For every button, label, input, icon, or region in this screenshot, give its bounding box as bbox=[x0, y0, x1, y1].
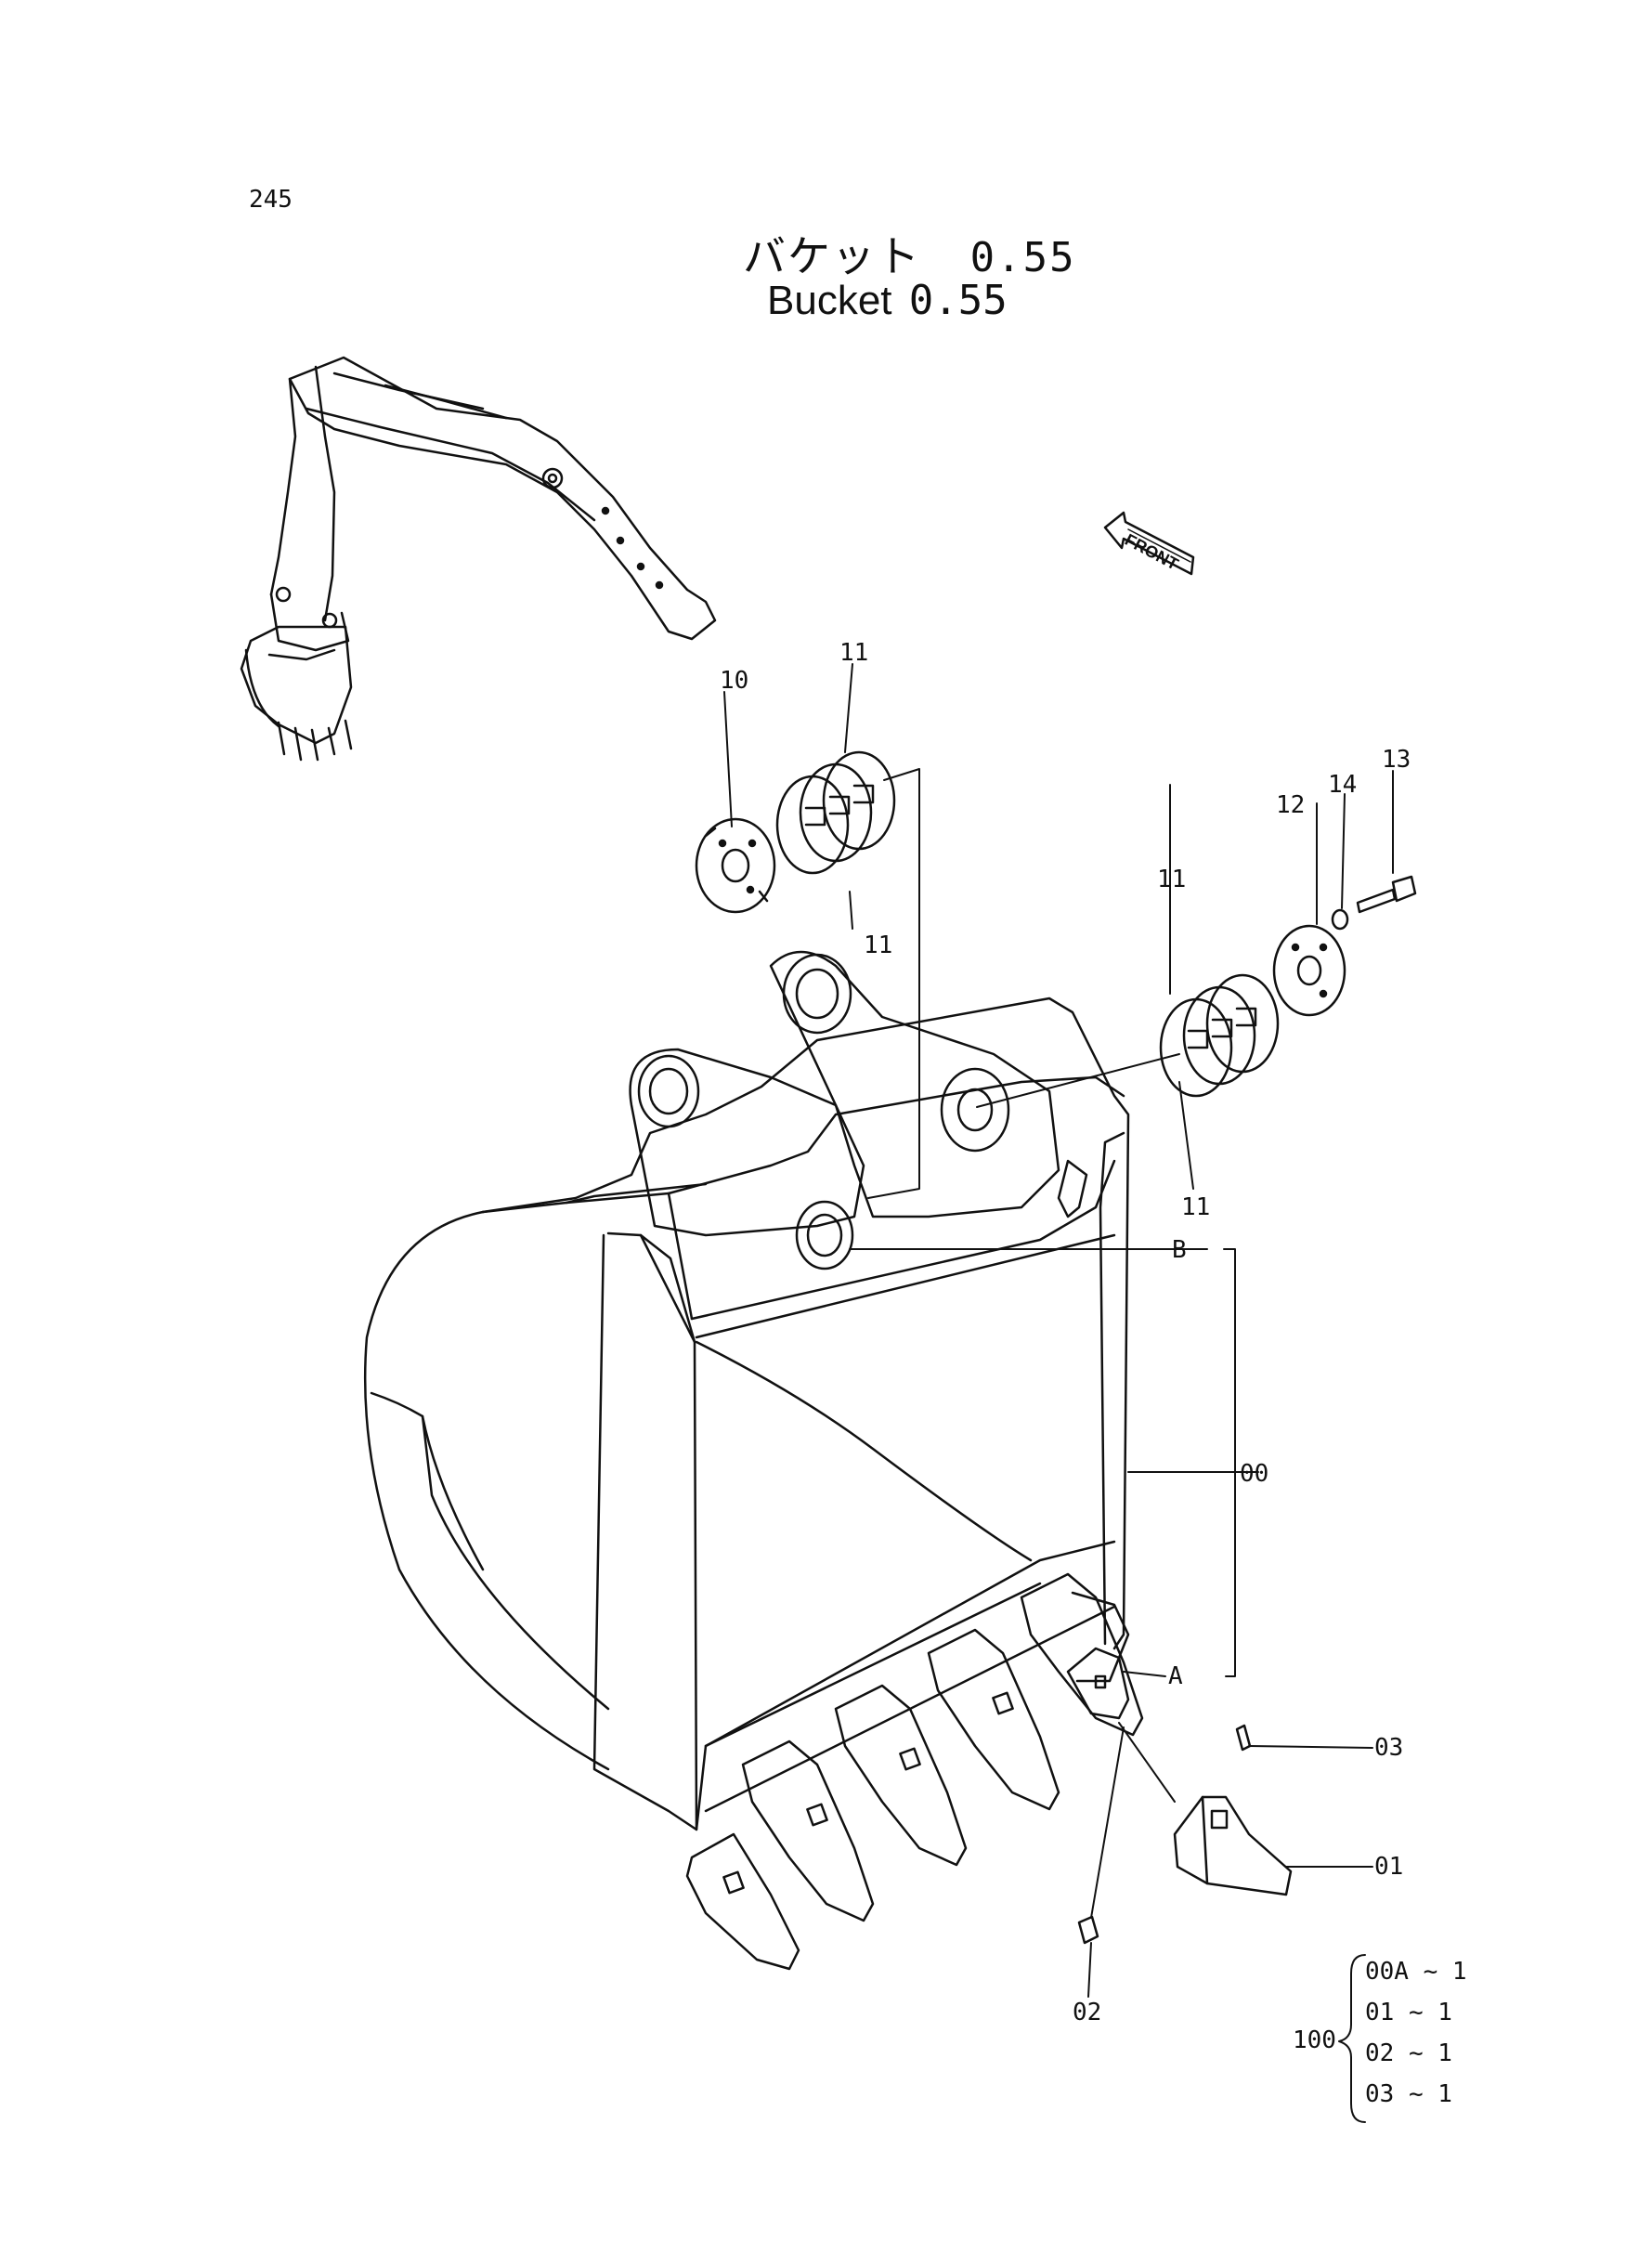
title-en-size: 0.55 bbox=[908, 277, 1008, 324]
kit-line-3: 02 ~ 1 bbox=[1365, 2039, 1452, 2067]
bucket-teeth-row bbox=[685, 1572, 1144, 1971]
bolt-part-13 bbox=[1356, 875, 1417, 914]
title-en-text: Bucket bbox=[767, 278, 892, 323]
title-english: Bucket 0.55 bbox=[767, 277, 1008, 324]
kit-line-1: 00A ~ 1 bbox=[1365, 1958, 1467, 1986]
callout-12: 12 bbox=[1276, 791, 1306, 819]
callout-11-right-bottom: 11 bbox=[1181, 1193, 1211, 1221]
callout-00: 00 bbox=[1240, 1460, 1269, 1488]
kit-line-2: 01 ~ 1 bbox=[1365, 1999, 1452, 2026]
shims-part-11-lower bbox=[1159, 973, 1280, 1098]
washer-part-14 bbox=[1331, 908, 1349, 931]
callout-13: 13 bbox=[1382, 746, 1411, 774]
kit-label: 100 bbox=[1293, 2026, 1336, 2054]
kit-brace bbox=[1338, 1954, 1366, 2123]
callout-14: 14 bbox=[1328, 771, 1358, 799]
callout-11-top: 11 bbox=[839, 639, 869, 667]
leader-lines bbox=[723, 663, 1394, 1998]
callout-B: B bbox=[1172, 1236, 1187, 1264]
kit-line-4: 03 ~ 1 bbox=[1365, 2080, 1452, 2108]
title-japanese: バケット 0.55 bbox=[743, 223, 1076, 284]
lock-part-02 bbox=[1077, 1915, 1099, 1945]
bucket-body bbox=[363, 950, 1130, 1831]
title-jp-text: バケット bbox=[743, 231, 921, 281]
callout-10: 10 bbox=[720, 667, 749, 695]
callout-11-mid: 11 bbox=[864, 932, 893, 959]
pin-part-03 bbox=[1235, 1724, 1252, 1752]
callout-01: 01 bbox=[1374, 1853, 1404, 1881]
shims-part-11-upper bbox=[775, 750, 896, 875]
front-arrow-marker bbox=[1103, 511, 1195, 576]
tooth-adapter bbox=[1066, 1647, 1130, 1720]
callout-02: 02 bbox=[1073, 1999, 1102, 2026]
page-number: 245 bbox=[249, 186, 293, 214]
callout-03: 03 bbox=[1374, 1734, 1404, 1762]
tooth-point-part-01 bbox=[1173, 1795, 1293, 1896]
callout-11-right-top: 11 bbox=[1157, 866, 1187, 893]
plate-part-12 bbox=[1272, 924, 1346, 1017]
bushing-part-10 bbox=[695, 817, 776, 914]
callout-A: A bbox=[1168, 1662, 1183, 1690]
title-jp-size: 0.55 bbox=[969, 234, 1076, 281]
excavator-arm-thumbnail bbox=[240, 356, 717, 762]
